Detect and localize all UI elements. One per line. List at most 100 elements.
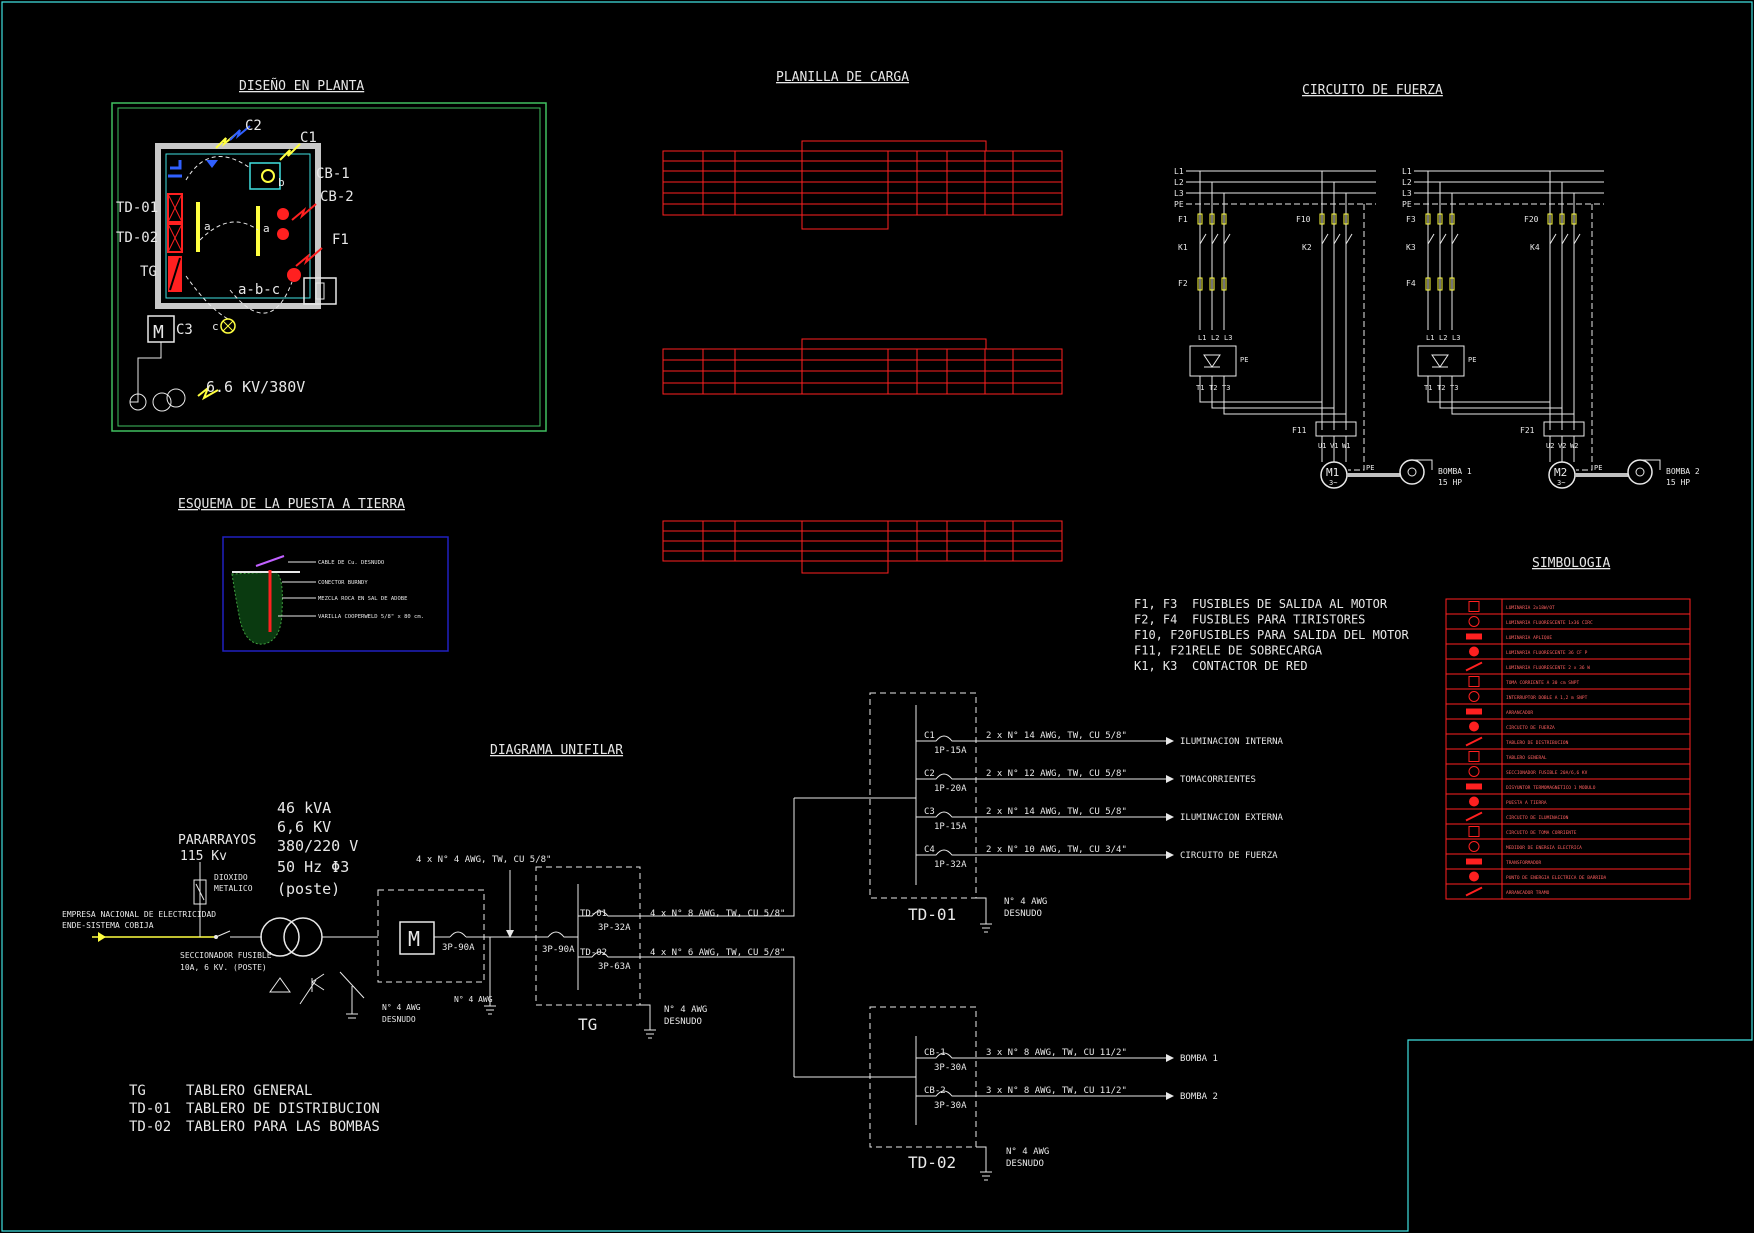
plan-label-c3: C3 bbox=[176, 322, 193, 338]
td01-circuit-2-breaker: 1P-15A bbox=[934, 822, 967, 832]
td02-circuit-0-breaker: 3P-30A bbox=[934, 1063, 967, 1073]
plan-room bbox=[155, 143, 321, 309]
symbology-item-0: LUMINARIA 2x18W/OT bbox=[1506, 605, 1555, 611]
pc-right-pump bbox=[1627, 459, 1653, 485]
td01-circuit-3-breaker: 1P-32A bbox=[934, 860, 967, 870]
main-feeder-label: 4 x N° 4 AWG, TW, CU 5/8" bbox=[416, 855, 551, 865]
tg-ground-label-1: N° 4 AWG bbox=[664, 1005, 707, 1015]
pc-left-pump-name: BOMBA 1 bbox=[1438, 467, 1472, 476]
plan-label-a1: a bbox=[204, 220, 211, 233]
abbrev-desc-0: TABLERO GENERAL bbox=[186, 1083, 312, 1099]
td02-label: TD-02 bbox=[908, 1153, 956, 1172]
main-breaker-label: 3P-90A bbox=[442, 943, 475, 953]
grounding-label-connector: CONECTOR BURNDY bbox=[318, 580, 368, 586]
feeder-td02-label: 4 x N° 6 AWG, TW, CU 5/8" bbox=[650, 948, 785, 958]
td01-circuit-2-cable: 2 x N° 14 AWG, TW, CU 5/8" bbox=[986, 807, 1127, 817]
grounding-frame bbox=[222, 536, 449, 652]
symbology-item-10: TABLERO GENERAL bbox=[1506, 755, 1547, 761]
pc-right-relay-label: F21 bbox=[1520, 426, 1535, 435]
pc-left-fuse-top-b: F10 bbox=[1296, 215, 1311, 224]
symbology-title: SIMBOLOGIA bbox=[1532, 556, 1610, 571]
td02-ground-label-1: N° 4 AWG bbox=[1006, 1147, 1049, 1157]
lamp-icon bbox=[168, 160, 182, 178]
pc-right-thy-out-1: T2 bbox=[1437, 384, 1445, 392]
legend-code-0: F1, F3 bbox=[1134, 597, 1177, 611]
td01-circuit-1-cable: 2 x N° 12 AWG, TW, CU 5/8" bbox=[986, 769, 1127, 779]
tx-ground-label-1: N° 4 AWG bbox=[382, 1003, 421, 1012]
plan-label-c1: C1 bbox=[300, 130, 317, 146]
symbology-item-1: LUMINARIA FLUORESCENTE 1x36 CIRC bbox=[1506, 620, 1593, 626]
td01-label: TD-01 bbox=[908, 905, 956, 924]
symbology-item-3: LUMINARIA FLUORESCENTE 36 CF P bbox=[1506, 650, 1588, 656]
symbology-item-17: TRANSFORMADOR bbox=[1506, 860, 1542, 866]
pc-left-motor-label: M1 bbox=[1326, 466, 1339, 479]
disconnect-label-1: SECCIONADOR FUSIBLE bbox=[180, 951, 272, 960]
plan-motor-label: M bbox=[153, 322, 164, 343]
pc-right-line-0: L1 bbox=[1402, 167, 1412, 176]
tx-spec-v: 380/220 V bbox=[277, 837, 358, 855]
plan-label-cb1: CB-1 bbox=[316, 166, 350, 182]
pc-left-fuse-top-a: F1 bbox=[1178, 215, 1188, 224]
td01-circuit-1-breaker: 1P-20A bbox=[934, 784, 967, 794]
legend-desc-4: CONTACTOR DE RED bbox=[1192, 659, 1308, 673]
legend-desc-0: FUSIBLES DE SALIDA AL MOTOR bbox=[1192, 597, 1388, 611]
abbrev-code-1: TD-01 bbox=[129, 1101, 171, 1117]
plan-label-cb2: CB-2 bbox=[320, 189, 354, 205]
arrester-symbol bbox=[193, 879, 207, 905]
tg-label: TG bbox=[578, 1015, 597, 1034]
meter-symbol bbox=[399, 921, 435, 955]
pc-right-fuse-mid: F4 bbox=[1406, 279, 1416, 288]
pc-left-line-2: L3 bbox=[1174, 189, 1184, 198]
tg-td01-label: TD-01 bbox=[580, 909, 607, 919]
td01-circuit-2-load: ILUMINACION EXTERNA bbox=[1180, 813, 1284, 823]
pc-right-line-1: L2 bbox=[1402, 178, 1412, 187]
symbology-item-19: ARRANCADOR TRAMO bbox=[1506, 890, 1550, 896]
tx-ground-label-2: DESNUDO bbox=[382, 1015, 416, 1024]
tx-spec-kv: 6,6 KV bbox=[277, 818, 331, 836]
pc-left-thy-in-2: L3 bbox=[1224, 334, 1232, 342]
disconnect-label-2: 10A, 6 KV. (POSTE) bbox=[180, 963, 267, 972]
pc-left-term-0: U1 bbox=[1318, 442, 1326, 450]
pc-left-thy-out-1: T2 bbox=[1209, 384, 1217, 392]
pc-right-fuse-top-a: F3 bbox=[1406, 215, 1416, 224]
legend-code-3: F11, F21 bbox=[1134, 644, 1192, 658]
td01-ground-label-1: N° 4 AWG bbox=[1004, 897, 1047, 907]
td01-circuit-3-cable: 2 x N° 10 AWG, TW, CU 3/4" bbox=[986, 845, 1127, 855]
pc-left-relay-label: F11 bbox=[1292, 426, 1307, 435]
pc-left-term-2: W1 bbox=[1342, 442, 1350, 450]
grounding-label-cable: CABLE DE Cu. DESNUDO bbox=[318, 560, 384, 566]
plan-section: DISEÑO EN PLANTA M bbox=[111, 78, 547, 432]
single-line-title: DIAGRAMA UNIFILAR bbox=[490, 743, 623, 758]
symbology-item-15: CIRCUITO DE TOMA CORRIENTE bbox=[1506, 830, 1577, 836]
pc-left-thy-in-1: L2 bbox=[1211, 334, 1219, 342]
td01-circuit-3-id: C4 bbox=[924, 845, 935, 855]
legend-desc-2: FUSIBLES PARA SALIDA DEL MOTOR bbox=[1192, 628, 1410, 642]
td02-board-symbol bbox=[167, 223, 183, 253]
luminaire-symbol bbox=[249, 162, 281, 190]
pc-right-line-3: PE bbox=[1402, 200, 1412, 209]
load-table-1 bbox=[662, 140, 1063, 230]
pc-right-pump-power: 15 HP bbox=[1666, 478, 1690, 487]
pc-right-term-1: V2 bbox=[1558, 442, 1566, 450]
feeder-td01-label: 4 x N° 8 AWG, TW, CU 5/8" bbox=[650, 909, 785, 919]
transformer-primary bbox=[260, 917, 300, 957]
grounding-title: ESQUEMA DE LA PUESTA A TIERRA bbox=[178, 497, 405, 512]
oxide-label-2: METALICO bbox=[214, 884, 253, 893]
pc-left-motor-pe: PE bbox=[1366, 464, 1374, 472]
td02-circuit-1-breaker: 3P-30A bbox=[934, 1101, 967, 1111]
pc-left-contactor-b: K2 bbox=[1302, 243, 1312, 252]
symbology-item-8: CIRCUITO DE FUERZA bbox=[1506, 725, 1555, 731]
tg-td01-breaker: 3P-32A bbox=[598, 923, 631, 933]
td02-circuit-1-id: CB-2 bbox=[924, 1086, 946, 1096]
td01-board-symbol bbox=[167, 193, 183, 223]
td01-circuit-0-cable: 2 x N° 14 AWG, TW, CU 5/8" bbox=[986, 731, 1127, 741]
pc-left-thy-pe: PE bbox=[1240, 356, 1248, 364]
power-circuit-title: CIRCUITO DE FUERZA bbox=[1302, 83, 1443, 98]
plan-label-td02: TD-02 bbox=[116, 230, 158, 246]
load-sheet-section: PLANILLA DE CARGA bbox=[662, 70, 1063, 574]
pc-left-contactor-a: K1 bbox=[1178, 243, 1188, 252]
td01-circuit-0-load: ILUMINACION INTERNA bbox=[1180, 737, 1284, 747]
